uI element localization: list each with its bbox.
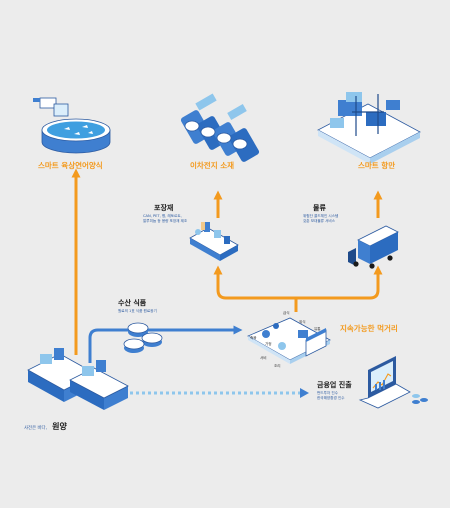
hub-label-home: 가정 [265, 342, 272, 346]
battery-cells-illustration [180, 93, 260, 162]
hub-label-cooking: 조리 [274, 364, 281, 368]
logistics-desc-line1: 위험단 콜드체인 시스템 [303, 214, 339, 218]
logistics-title: 물류 [313, 204, 326, 212]
label-smart-port: 스마트 항만 [358, 161, 396, 170]
arrow-seafood-to-hub [88, 325, 243, 363]
logistics-desc-line2: 갖춘 보대물류 서비스 [303, 219, 336, 223]
fishing-caption-main: 원양 [52, 422, 67, 431]
hub-label-retail: 유통 [314, 327, 321, 331]
packaging-desc-line1: CAN, PET, 병, 레토르트, [143, 214, 182, 218]
food-hub-illustration [247, 317, 331, 364]
packaging-desc-line2: 알루미늄 등 용량 포장재 제조 [143, 219, 188, 223]
packaging-conveyor-illustration [189, 222, 239, 261]
arrow-to-packaging-logistics [213, 265, 383, 312]
finance-laptop-illustration [358, 356, 428, 409]
finance-desc-line2: 한국해양환경 인수 [317, 396, 345, 400]
arrow-to-finance [130, 388, 309, 398]
logistics-truck-illustration [348, 225, 399, 269]
finance-desc-line1: 펀드투자 진수 [317, 391, 338, 395]
hub-label-school-meal: 급식 [283, 311, 290, 315]
seafood-title: 수산 식품 [118, 299, 147, 307]
seafood-cans-illustration [123, 322, 163, 353]
finance-title: 금융업 진출 [317, 381, 352, 389]
fishing-caption: 사전은 바다, 원양 [24, 414, 67, 433]
hub-label-livestock: 축육 [250, 336, 257, 340]
packaging-title: 포장재 [154, 204, 174, 212]
hub-label-service: 서비 [260, 356, 267, 360]
fishing-caption-prefix: 사전은 바다, [24, 426, 47, 431]
aquaculture-tank-illustration [33, 97, 111, 154]
label-smart-aquaculture: 스마트 육상연어양식 [38, 161, 103, 170]
label-sustainable-food: 지속가능한 먹거리 [340, 324, 398, 333]
seafood-desc: 원료의 1표 식품 원료광기 [118, 309, 157, 313]
hub-label-dining: 외식 [299, 320, 306, 324]
label-secondary-battery: 이차전지 소재 [190, 161, 235, 170]
smart-port-illustration [317, 92, 421, 164]
fishing-ships-illustration [27, 348, 129, 410]
